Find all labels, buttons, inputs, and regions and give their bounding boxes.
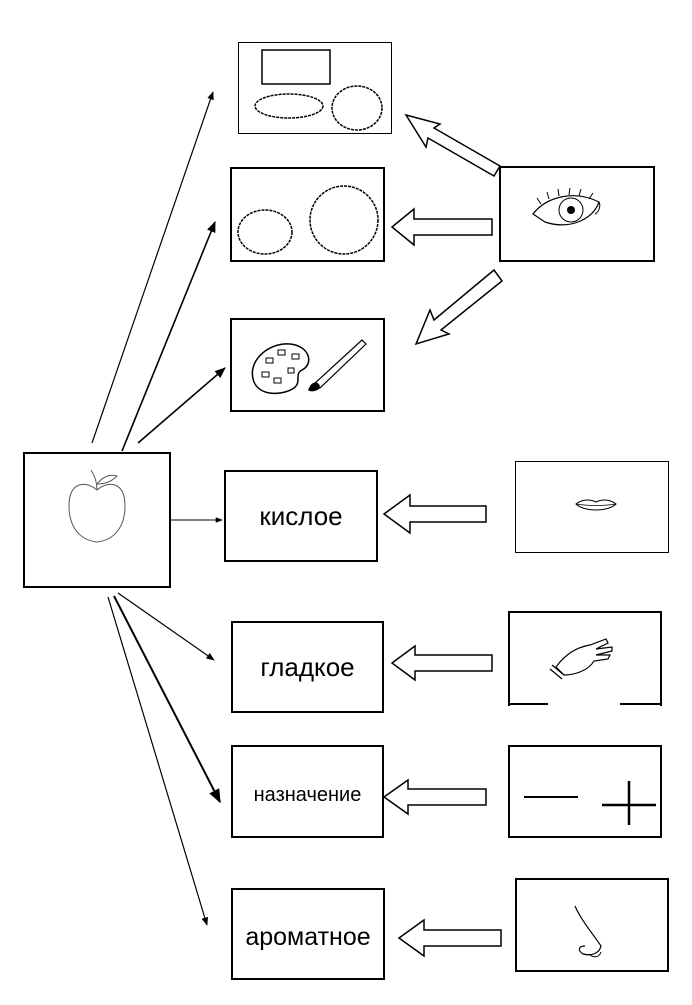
plus-minus-box: [508, 745, 662, 838]
purpose-box: назначение: [231, 745, 384, 838]
smooth-label: гладкое: [260, 651, 355, 682]
purpose-label: назначение: [253, 783, 362, 806]
nose-icon: [574, 905, 602, 958]
hollow-arrow-eye-to-shapes: [404, 113, 502, 178]
palette-box: [230, 318, 385, 412]
hollow-arrow-plusminus-to-purpose: [382, 778, 487, 816]
hand-box: [508, 611, 662, 706]
connector-to-smooth: [117, 592, 215, 661]
eye-icon: [532, 187, 601, 226]
shapes-rect-ovals-box: [238, 42, 392, 134]
eye-box: [499, 166, 655, 262]
hand-icon: [510, 638, 660, 705]
minus-plus-icon: [524, 781, 656, 825]
hollow-arrow-eye-to-palette: [414, 268, 504, 346]
hollow-arrow-mouth-to-sour: [382, 493, 487, 535]
mouth-box: [515, 461, 669, 553]
ovals-box: [230, 167, 385, 262]
ovals-icon: [237, 185, 379, 255]
apple-icon: [68, 469, 126, 543]
hollow-arrow-hand-to-smooth: [390, 644, 493, 682]
connector-to-ovals: [121, 220, 216, 452]
smooth-box: гладкое: [231, 621, 384, 713]
nose-box: [515, 878, 669, 972]
connector-to-aromatic: [107, 596, 209, 926]
aromatic-box: ароматное: [231, 888, 385, 980]
sour-box: кислое: [224, 470, 378, 562]
connector-to-shapes-top: [91, 91, 214, 444]
connector-to-purpose: [113, 595, 221, 804]
hollow-arrow-eye-to-ovals: [390, 207, 493, 247]
hollow-arrow-nose-to-aromatic: [397, 918, 502, 958]
palette-brush-icon: [251, 339, 367, 395]
connector-to-palette: [137, 367, 226, 444]
apple-box: [23, 452, 171, 588]
aromatic-label: ароматное: [245, 922, 371, 951]
sour-label: кислое: [259, 500, 343, 531]
lips-icon: [575, 499, 617, 511]
shapes-rect-ovals-icon: [254, 49, 383, 131]
